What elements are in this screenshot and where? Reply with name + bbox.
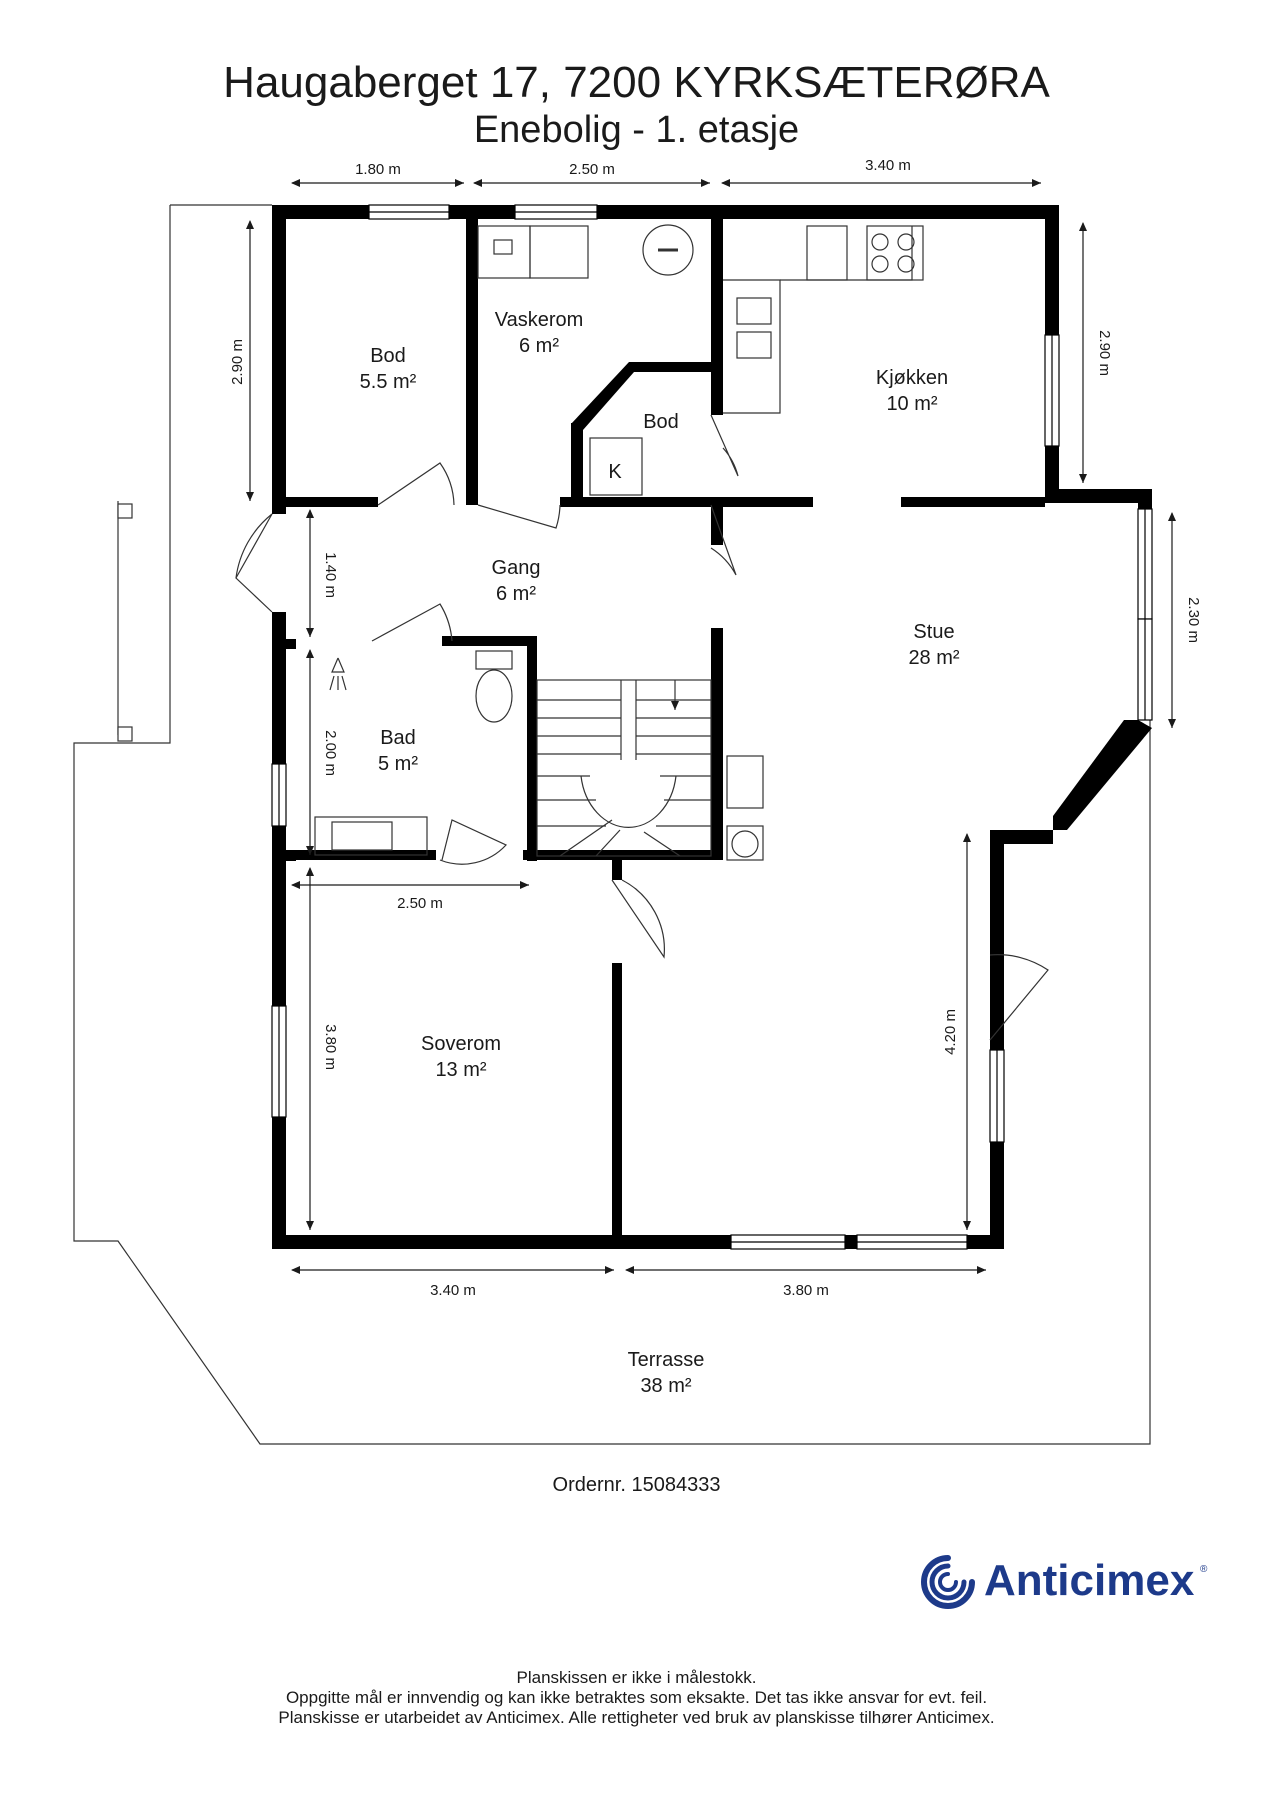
plan-title: Haugaberget 17, 7200 KYRKSÆTERØRA: [223, 58, 1050, 107]
plan-subtitle: Enebolig - 1. etasje: [473, 109, 800, 151]
room-stue-area: 28 m²: [908, 647, 959, 669]
dim-bottom-stue: 3.80 m: [783, 1282, 829, 1299]
room-soverom-area: 13 m²: [435, 1059, 486, 1081]
anticimex-logo: Anticimex ®: [918, 1552, 1218, 1612]
room-bod-area: 5.5 m²: [360, 371, 417, 393]
room-stue-name: Stue: [913, 621, 954, 643]
room-soverom-name: Soverom: [421, 1033, 501, 1055]
shower-icon: [329, 657, 347, 691]
dim-left-bad: 2.00 m: [322, 730, 339, 776]
walls: [272, 205, 1152, 1249]
room-terrasse-name: Terrasse: [628, 1349, 705, 1371]
anticimex-swirl-icon: [921, 1555, 975, 1609]
room-k-name: K: [608, 461, 622, 483]
doors: [235, 414, 1049, 1041]
fixtures: [314, 224, 924, 861]
order-number: Ordernr. 15084333: [552, 1474, 721, 1496]
room-bod-small-name: Bod: [643, 411, 679, 433]
footer-line-3: Planskisse er utarbeidet av Anticimex. A…: [278, 1708, 995, 1727]
room-gang-name: Gang: [492, 557, 541, 579]
dim-soverom-width: 2.50 m: [397, 895, 443, 912]
bay-wall: [1053, 720, 1152, 830]
footer-disclaimer: Planskissen er ikke i målestokk. Oppgitt…: [0, 1668, 1273, 1728]
brand-registered: ®: [1200, 1564, 1208, 1575]
dim-right-stue: 2.30 m: [1185, 597, 1202, 643]
room-vaskerom-name: Vaskerom: [495, 309, 584, 331]
dim-left-soverom: 3.80 m: [322, 1024, 339, 1070]
room-vaskerom-area: 6 m²: [519, 335, 559, 357]
brand-name: Anticimex: [984, 1556, 1195, 1605]
dim-top-vaskerom: 2.50 m: [569, 161, 615, 178]
footer-line-2: Oppgitte mål er innvendig og kan ikke be…: [285, 1688, 988, 1707]
terrace-outline: [73, 204, 1151, 1445]
dim-left-bod: 2.90 m: [229, 339, 246, 385]
dim-bottom-soverom: 3.40 m: [430, 1282, 476, 1299]
room-kjokken-area: 10 m²: [886, 393, 937, 415]
dim-stue-height: 4.20 m: [942, 1009, 959, 1055]
room-bod-name: Bod: [370, 345, 406, 367]
bod-diagonal-wall: [571, 362, 641, 430]
footer-line-1: Planskissen er ikke i målestokk.: [516, 1668, 757, 1687]
terrace-posts: [117, 503, 133, 742]
room-terrasse-area: 38 m²: [640, 1375, 691, 1397]
windows: [271, 204, 1153, 1250]
room-gang-area: 6 m²: [496, 583, 536, 605]
dim-left-gang: 1.40 m: [322, 552, 339, 598]
dimension-lines: [246, 179, 1176, 1274]
room-kjokken-name: Kjøkken: [876, 367, 948, 389]
room-bad-name: Bad: [380, 727, 416, 749]
dim-top-kjokken: 3.40 m: [865, 157, 911, 174]
dim-right-kjokken: 2.90 m: [1096, 330, 1113, 376]
dim-top-bod: 1.80 m: [355, 161, 401, 178]
room-bad-area: 5 m²: [378, 753, 418, 775]
